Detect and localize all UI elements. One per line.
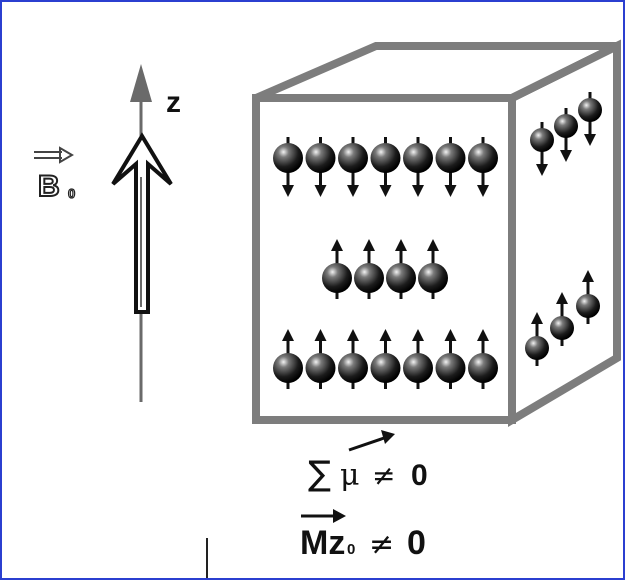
cube-front-face xyxy=(252,94,516,424)
spin-up-15 xyxy=(370,329,401,389)
spin-up-11 xyxy=(418,239,448,299)
mz-value: 0 xyxy=(407,524,426,562)
spin-down-5 xyxy=(403,137,433,197)
b0-field-arrow xyxy=(111,132,173,314)
sum-moments-equation: ∑ μ ≠ 0 xyxy=(308,430,428,494)
spin-down-2 xyxy=(305,137,336,197)
spin-up-13 xyxy=(305,329,336,389)
spin-down-20 xyxy=(554,108,578,162)
b0-subscript: 0 xyxy=(68,186,75,201)
spin-up-12 xyxy=(273,329,303,389)
b0-symbol: B xyxy=(38,170,60,203)
spin-up-17 xyxy=(435,329,466,389)
cube-side-face xyxy=(508,39,621,428)
spin-down-19 xyxy=(530,122,554,176)
sum-symbol: ∑ xyxy=(308,454,331,494)
spin-up-16 xyxy=(403,329,433,389)
spin-up-22 xyxy=(525,312,549,366)
z-axis-arrowhead xyxy=(130,64,152,102)
spin-population xyxy=(273,92,602,389)
spin-down-7 xyxy=(468,137,498,197)
mz-symbol: Mz xyxy=(300,524,345,562)
not-equal-sign: ≠ xyxy=(372,459,395,492)
mu-symbol: μ xyxy=(340,458,360,493)
spin-up-8 xyxy=(322,239,352,299)
spin-up-10 xyxy=(386,239,416,299)
mz-subscript: 0 xyxy=(347,541,355,558)
spin-down-1 xyxy=(273,137,303,197)
spin-down-4 xyxy=(370,137,401,197)
z-axis-label: z xyxy=(166,86,181,119)
spin-up-18 xyxy=(468,329,498,389)
spin-down-6 xyxy=(435,137,466,197)
mz-vector-arrow-icon xyxy=(333,509,346,523)
spin-up-14 xyxy=(338,329,368,389)
sample-cube xyxy=(252,39,621,428)
magnetization-equation: Mz 0 ≠ 0 xyxy=(300,509,426,562)
sum-value: 0 xyxy=(411,459,428,492)
b0-vector-arrow-icon xyxy=(59,146,74,164)
spin-up-24 xyxy=(576,270,600,324)
sum-vector-arrow-icon xyxy=(381,430,395,444)
spin-down-21 xyxy=(578,92,602,146)
mz-not-equal-sign: ≠ xyxy=(369,527,394,562)
spin-up-9 xyxy=(354,239,384,299)
spin-down-3 xyxy=(338,137,368,197)
b0-label: B 0 xyxy=(34,146,76,204)
spin-up-23 xyxy=(550,292,574,346)
